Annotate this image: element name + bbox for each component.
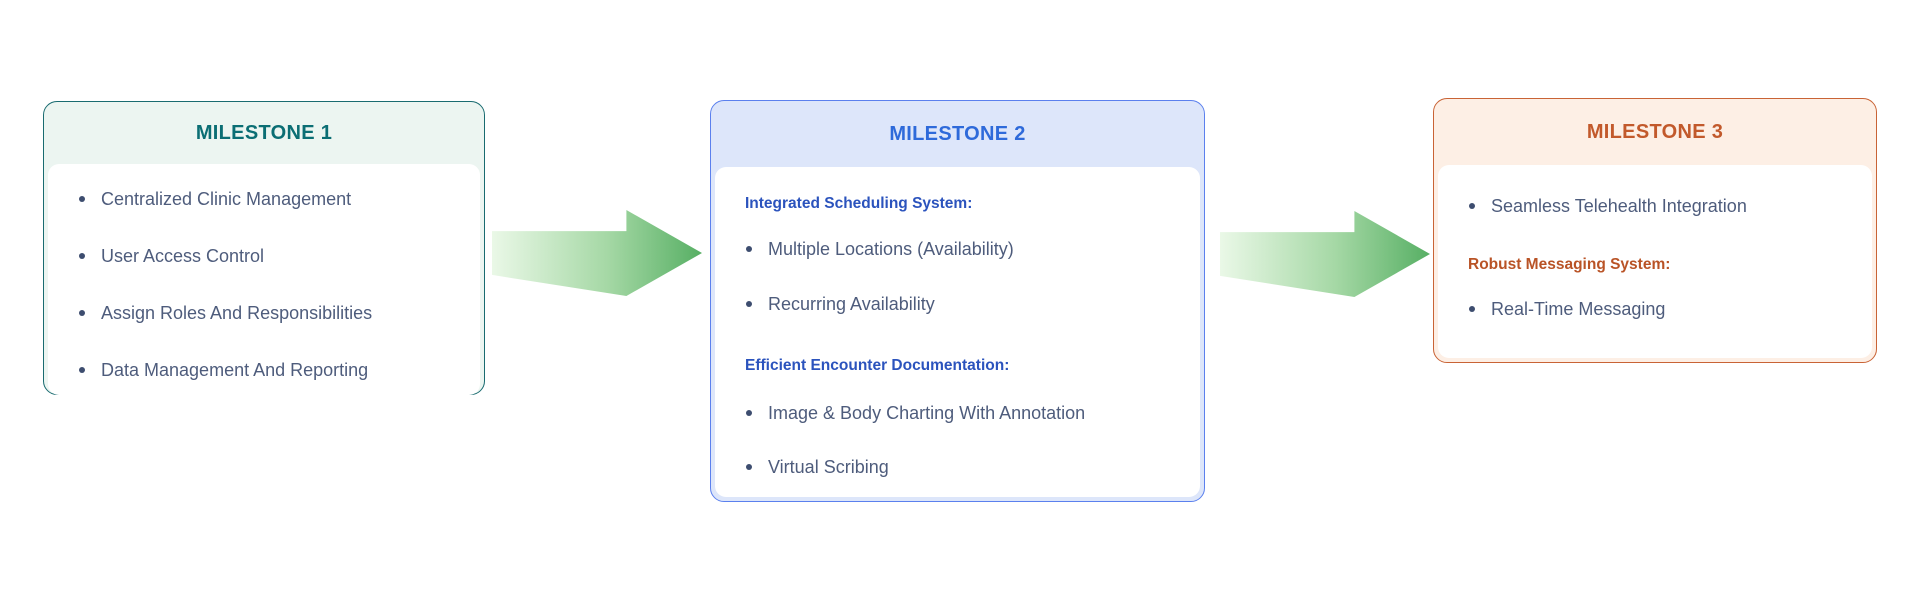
bullet-dot-icon bbox=[746, 246, 752, 252]
milestone-2-title: MILESTONE 2 bbox=[889, 122, 1026, 145]
list-item: Assign Roles And Responsibilities bbox=[78, 300, 456, 326]
milestone-3-body: Seamless Telehealth Integration Robust M… bbox=[1438, 165, 1872, 358]
list-item: User Access Control bbox=[78, 243, 456, 269]
bullet-text: Real-Time Messaging bbox=[1491, 299, 1666, 319]
bullet-dot-icon bbox=[79, 196, 85, 202]
milestone-1-title: MILESTONE 1 bbox=[195, 121, 333, 144]
milestone-2-card: MILESTONE 2 Integrated Scheduling System… bbox=[710, 100, 1205, 502]
milestone-3-header: MILESTONE 3 bbox=[1434, 99, 1876, 165]
list-item: Data Management And Reporting bbox=[78, 357, 456, 383]
bullet-dot-icon bbox=[1469, 306, 1475, 312]
flow-arrow-right-icon bbox=[492, 210, 702, 296]
section-heading: Efficient Encounter Documentation: bbox=[745, 357, 1010, 374]
bullet-dot-icon bbox=[746, 301, 752, 307]
bullet-text: Seamless Telehealth Integration bbox=[1491, 196, 1747, 216]
list-item: Recurring Availability bbox=[745, 291, 1176, 317]
bullet-dot-icon bbox=[746, 410, 752, 416]
milestone-1-card: MILESTONE 1 Centralized Clinic Managemen… bbox=[43, 101, 485, 395]
list-item: Centralized Clinic Management bbox=[78, 186, 456, 212]
bullet-text: Assign Roles And Responsibilities bbox=[101, 303, 373, 323]
bullet-text: Data Management And Reporting bbox=[101, 360, 369, 380]
bullet-dot-icon bbox=[1469, 203, 1475, 209]
milestone-2-header: MILESTONE 2 bbox=[711, 101, 1204, 167]
bullet-text: User Access Control bbox=[101, 246, 265, 266]
milestone-3-title: MILESTONE 3 bbox=[1586, 120, 1724, 143]
section-heading: Integrated Scheduling System: bbox=[745, 195, 973, 212]
bullet-dot-icon bbox=[79, 253, 85, 259]
milestone-3-card: MILESTONE 3 Seamless Telehealth Integrat… bbox=[1433, 98, 1877, 363]
milestone-1-header: MILESTONE 1 bbox=[44, 102, 484, 164]
bullet-text: Image & Body Charting With Annotation bbox=[768, 403, 1086, 423]
bullet-text: Multiple Locations (Availability) bbox=[768, 239, 1014, 259]
bullet-text: Recurring Availability bbox=[768, 294, 935, 314]
milestone-1-body: Centralized Clinic Management User Acces… bbox=[48, 164, 480, 395]
list-item: Multiple Locations (Availability) bbox=[745, 236, 1176, 262]
bullet-text: Virtual Scribing bbox=[768, 457, 889, 477]
list-item: Virtual Scribing bbox=[745, 454, 1176, 480]
section-heading: Robust Messaging System: bbox=[1468, 256, 1671, 273]
flow-arrow-right-icon bbox=[1220, 211, 1430, 297]
list-item: Seamless Telehealth Integration bbox=[1468, 193, 1848, 219]
list-item: Real-Time Messaging bbox=[1468, 296, 1848, 322]
milestone-2-body: Integrated Scheduling System: Multiple L… bbox=[715, 167, 1200, 497]
bullet-dot-icon bbox=[79, 367, 85, 373]
bullet-text: Centralized Clinic Management bbox=[101, 189, 352, 209]
list-item: Image & Body Charting With Annotation bbox=[745, 400, 1176, 426]
bullet-dot-icon bbox=[746, 464, 752, 470]
bullet-dot-icon bbox=[79, 310, 85, 316]
